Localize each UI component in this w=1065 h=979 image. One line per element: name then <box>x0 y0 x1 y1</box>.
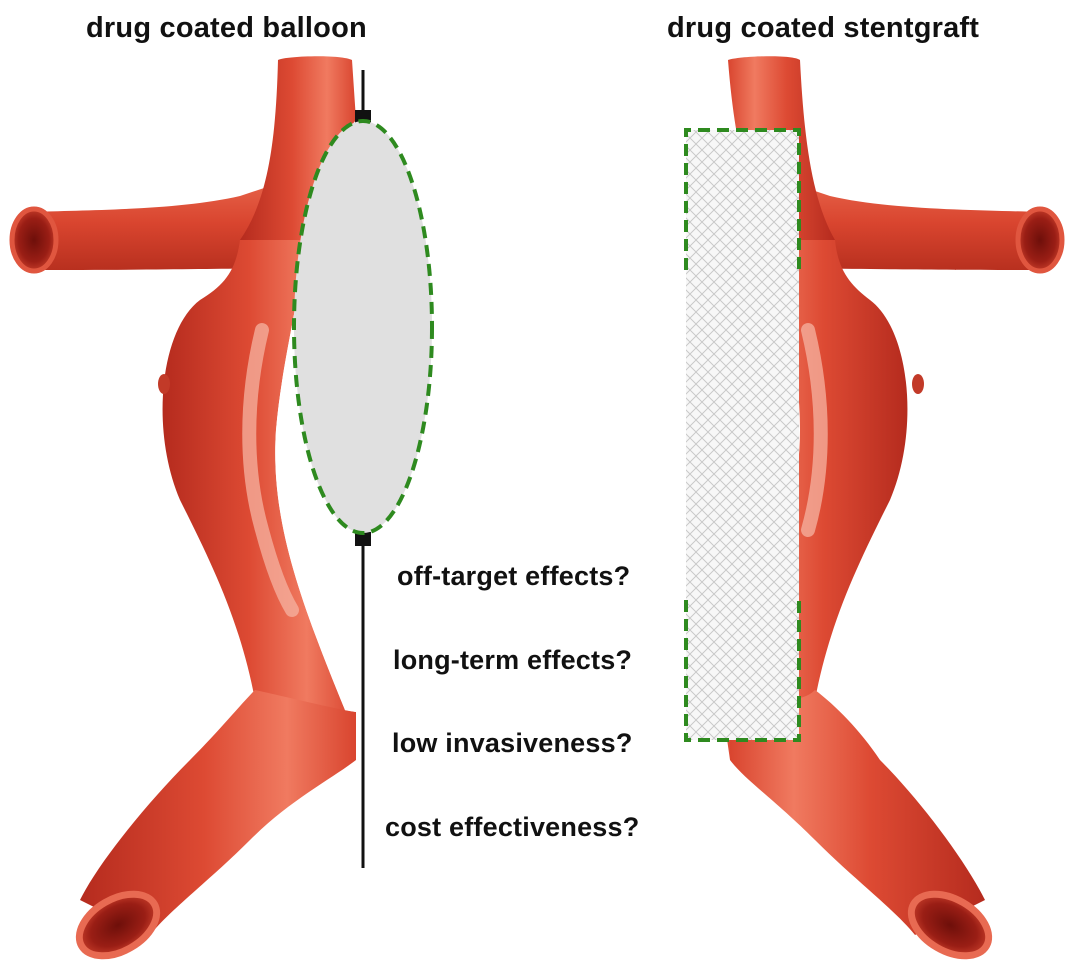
title-drug-coated-stentgraft: drug coated stentgraft <box>667 12 979 45</box>
question-cost-effectiveness: cost effectiveness? <box>385 812 639 843</box>
left-vessel <box>12 56 356 968</box>
question-off-target-effects: off-target effects? <box>397 561 630 592</box>
right-small-node <box>912 374 924 394</box>
question-low-invasiveness: low invasiveness? <box>392 728 633 759</box>
stentgraft-mesh-pattern <box>686 130 799 740</box>
title-drug-coated-balloon: drug coated balloon <box>86 12 367 45</box>
question-long-term-effects: long-term effects? <box>393 645 632 676</box>
left-branch-opening <box>12 209 56 271</box>
right-branch-opening <box>1018 209 1062 271</box>
left-small-node <box>158 374 170 394</box>
drug-coated-balloon <box>294 121 432 533</box>
